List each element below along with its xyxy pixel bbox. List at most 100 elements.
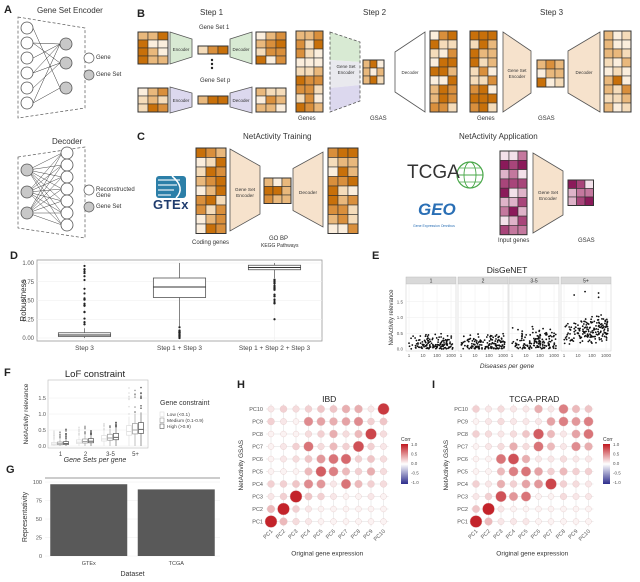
data-point bbox=[542, 327, 544, 330]
data-point bbox=[583, 320, 585, 323]
heatmap-cell bbox=[195, 185, 207, 196]
data-point bbox=[531, 325, 534, 328]
correlation-dot bbox=[560, 518, 567, 525]
correlation-dot bbox=[497, 442, 505, 451]
correlation-dot bbox=[292, 430, 300, 438]
correlation-dot bbox=[559, 467, 568, 476]
data-point bbox=[482, 341, 484, 344]
data-point bbox=[552, 345, 554, 348]
correlation-dot bbox=[546, 442, 556, 451]
heatmap-cell bbox=[337, 223, 349, 234]
heatmap-border bbox=[429, 30, 458, 113]
y-axis-label: NetActivity GSAS bbox=[238, 439, 245, 490]
data-point bbox=[517, 347, 520, 350]
data-point bbox=[478, 345, 480, 348]
box bbox=[113, 433, 119, 441]
gtex-logo-icon bbox=[156, 176, 186, 198]
x-tick-label: PC4 bbox=[505, 529, 517, 541]
data-point bbox=[434, 343, 437, 346]
encoder-p-label: Encoder bbox=[173, 98, 190, 103]
data-point bbox=[552, 347, 555, 350]
heatmap-cell bbox=[499, 197, 510, 208]
correlation-dot bbox=[485, 405, 492, 413]
heatmap-cell bbox=[215, 204, 227, 215]
data-point bbox=[590, 331, 592, 334]
correlation-dot bbox=[520, 491, 532, 502]
x-axis-label: Dataset bbox=[120, 571, 144, 578]
heatmap-border bbox=[263, 177, 292, 204]
data-point bbox=[440, 336, 442, 338]
correlation-dot bbox=[367, 405, 375, 413]
chart-title: TCGA-PRAD bbox=[509, 394, 559, 404]
heatmap-cell bbox=[327, 223, 339, 234]
training-encoder-label-2: Encoder bbox=[236, 193, 254, 199]
data-point bbox=[494, 340, 497, 342]
correlation-dot bbox=[267, 405, 275, 413]
y-tick-label: 25 bbox=[36, 536, 42, 542]
outlier-point bbox=[178, 332, 181, 335]
data-point bbox=[449, 345, 452, 348]
data-point bbox=[421, 347, 424, 350]
data-point bbox=[474, 347, 477, 349]
decoder-p bbox=[229, 86, 253, 114]
correlation-dot bbox=[572, 518, 580, 525]
correlation-dot bbox=[509, 480, 518, 488]
panel-letter-h: H bbox=[237, 379, 245, 391]
data-point bbox=[595, 341, 597, 344]
data-point bbox=[446, 343, 449, 345]
data-point bbox=[493, 347, 495, 349]
geo-subtitle: Gene Expression Omnibus bbox=[413, 224, 455, 228]
encoder-edge bbox=[32, 87, 61, 104]
outlier-point bbox=[65, 437, 67, 440]
correlation-dot bbox=[571, 441, 581, 452]
data-point bbox=[529, 345, 532, 348]
outlier-point bbox=[83, 304, 86, 307]
correlation-dot bbox=[267, 493, 275, 500]
correlation-dot bbox=[482, 502, 495, 516]
color-scale-bar bbox=[603, 444, 610, 484]
correlation-dot bbox=[354, 479, 363, 489]
x-tick-label: PC8 bbox=[350, 529, 362, 541]
heatmap-border bbox=[567, 179, 594, 206]
x-tick-label: PC7 bbox=[338, 529, 350, 541]
y-tick-label: 0 bbox=[39, 554, 42, 560]
data-point bbox=[422, 344, 424, 347]
data-point bbox=[573, 333, 576, 336]
data-point bbox=[494, 347, 497, 350]
training-decoder-label: Decoder bbox=[299, 190, 318, 196]
correlation-dot bbox=[485, 480, 492, 488]
decoder-edge bbox=[27, 169, 63, 202]
correlation-dot bbox=[571, 429, 581, 439]
y-axis-label: NetActivity relevance bbox=[389, 289, 395, 346]
data-point bbox=[417, 343, 419, 345]
heatmap-cell bbox=[327, 195, 339, 206]
decoder-edge bbox=[27, 169, 63, 190]
outlier-point bbox=[53, 438, 55, 440]
y-tick-label: 50 bbox=[36, 517, 42, 523]
kegg-label: KEGG Pathways bbox=[261, 243, 299, 249]
heatmap-cell bbox=[499, 206, 510, 217]
correlation-dot bbox=[267, 468, 275, 475]
correlation-dot bbox=[585, 518, 592, 525]
data-point bbox=[587, 334, 590, 337]
data-point bbox=[471, 340, 474, 342]
legend-decoder-gene-set-icon bbox=[83, 201, 95, 213]
correlation-dot bbox=[380, 493, 387, 500]
correlation-dot bbox=[328, 466, 339, 477]
gene-set-node bbox=[59, 56, 73, 70]
encoder-edge bbox=[32, 43, 61, 74]
data-point bbox=[538, 335, 540, 338]
data-point bbox=[516, 346, 518, 349]
data-point bbox=[525, 333, 528, 336]
heatmap-cell bbox=[337, 166, 349, 177]
correlation-dot bbox=[342, 518, 350, 525]
x-tick-label: Step 3 bbox=[75, 345, 94, 352]
outlier-point bbox=[53, 434, 55, 437]
box bbox=[82, 438, 88, 444]
decoder-edge bbox=[27, 169, 63, 178]
outlier-point bbox=[83, 268, 86, 271]
heatmap-cell bbox=[508, 215, 519, 226]
heatmap-cell bbox=[195, 166, 207, 177]
heatmap-cell bbox=[499, 160, 510, 170]
